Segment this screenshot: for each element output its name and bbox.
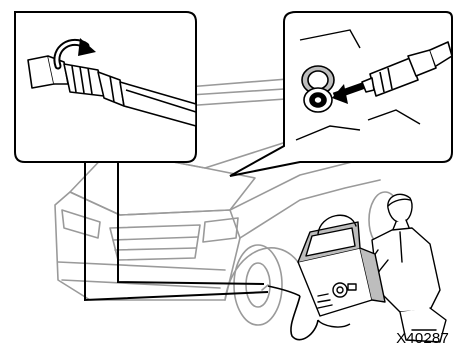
callout-leaders xyxy=(85,160,268,300)
compressor-kit xyxy=(298,215,385,316)
inset-valve-connection xyxy=(15,12,196,162)
figure-code: X40287 xyxy=(396,330,449,347)
power-cable xyxy=(318,320,350,327)
socket-icon xyxy=(302,66,334,112)
inset-power-socket xyxy=(230,12,452,176)
hose-to-valve xyxy=(268,286,300,296)
